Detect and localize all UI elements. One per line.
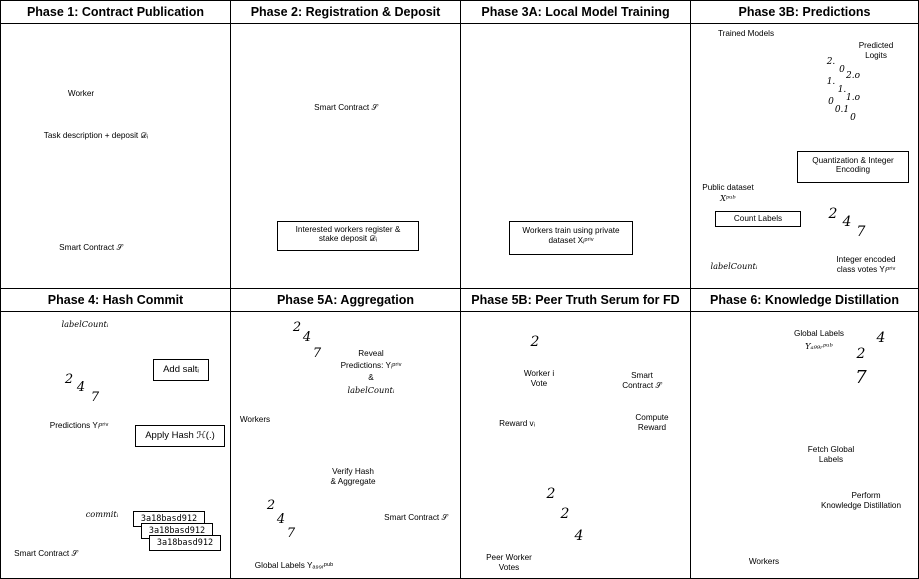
- train-line1: Workers train using private: [522, 226, 620, 235]
- reveal-line2: Predictions: Yᵢᵖʳⁱᵛ: [340, 361, 402, 370]
- peer-line1: Peer Worker: [486, 553, 532, 562]
- register-box: Interested workers register & stake depo…: [277, 221, 419, 251]
- labelcount-label: labelCountᵢ: [61, 319, 109, 329]
- verify-line2: & Aggregate: [330, 477, 376, 486]
- vote-digit: 2: [292, 320, 302, 335]
- vote-digit: 2: [560, 506, 570, 522]
- contract-label: Smart Contract 𝒮: [314, 103, 378, 112]
- vote-digit: 7: [312, 346, 322, 361]
- logit-value: 2.: [826, 57, 836, 67]
- peer-line2: Votes: [498, 563, 520, 572]
- vote-digit: 4: [842, 214, 852, 230]
- commit-label: commitᵢ: [85, 509, 119, 519]
- train-box: Workers train using private dataset Xᵢᵖʳ…: [509, 221, 633, 255]
- contract-line2: Contract 𝒮: [622, 381, 662, 390]
- logit-value: 0: [828, 97, 834, 107]
- worker-label: Worker: [67, 89, 95, 98]
- apply-hash-box: Apply Hash ℋ(.): [135, 425, 225, 447]
- panel-phase2: Phase 2: Registration & Deposit Smart Co…: [230, 0, 461, 289]
- logit-value: 0: [839, 65, 845, 75]
- encoded-label-1: Integer encoded: [836, 255, 896, 264]
- phase3b-title: Phase 3B: Predictions: [691, 1, 918, 24]
- logits-label-1: Predicted: [858, 41, 894, 50]
- panel-phase3a: Phase 3A: Local Model Training Workers t…: [460, 0, 691, 289]
- vote-digit: 7: [855, 367, 867, 388]
- hash-box: 3a18basd912: [149, 535, 221, 551]
- encoded-label-2: class votes Yᵢᵖʳⁱᵛ: [836, 265, 896, 274]
- worker-vote-line2: Vote: [530, 379, 548, 388]
- quant-line1: Quantization & Integer: [812, 156, 894, 165]
- fetch-line2: Labels: [818, 455, 844, 464]
- vote-digit: 2: [266, 498, 276, 513]
- predictions-label: Predictions Yᵢᵖʳⁱᵛ: [49, 421, 109, 430]
- logits-label-2: Logits: [865, 51, 887, 60]
- contract-label: Smart Contract 𝒮: [14, 549, 78, 558]
- vote-digit: 4: [876, 330, 886, 346]
- contract-line1: Smart: [631, 371, 653, 380]
- perform-line1: Perform: [851, 491, 881, 500]
- register-line1: Interested workers register &: [295, 225, 401, 234]
- vote-digit: 2: [64, 372, 74, 387]
- global-labels-line1: Global Labels: [793, 329, 845, 338]
- reward-label: Reward vᵢ: [499, 419, 535, 428]
- compute-line2: Reward: [637, 423, 667, 432]
- logit-value: 0: [850, 113, 856, 123]
- panel-phase3b: Phase 3B: Predictions Trained Models Pre…: [690, 0, 919, 289]
- worker-vote-line1: Worker i: [523, 369, 555, 378]
- quantization-box: Quantization & Integer Encoding: [797, 151, 909, 183]
- vote-digit: 4: [302, 330, 312, 345]
- logit-value: 1.: [826, 77, 836, 87]
- vote-digit: 7: [856, 224, 866, 240]
- phase4-title: Phase 4: Hash Commit: [1, 289, 230, 312]
- vote-digit: 4: [574, 528, 584, 544]
- panel-phase1: Phase 1: Contract Publication Worker Tas…: [0, 0, 231, 289]
- public-label-1: Public dataset: [702, 183, 754, 192]
- global-labels-label: Global Labels Yₐ₉₉ᵣᵖᵘᵇ: [254, 561, 334, 570]
- reveal-line1: Reveal: [358, 349, 384, 358]
- add-salt-box: Add saltᵢ: [153, 359, 209, 381]
- contract-label: Smart Contract 𝒮: [384, 513, 448, 522]
- contract-label: Smart Contract 𝒮: [59, 243, 123, 252]
- vote-digit: 2: [530, 334, 540, 350]
- vote-digit: 4: [76, 380, 86, 395]
- quant-line2: Encoding: [835, 165, 871, 174]
- phase5b-title: Phase 5B: Peer Truth Serum for FD: [461, 289, 690, 312]
- panel-phase6: Phase 6: Knowledge Distillation Global L…: [690, 288, 919, 579]
- reveal-line4: labelCountᵢ: [347, 385, 395, 395]
- phase6-title: Phase 6: Knowledge Distillation: [691, 289, 918, 312]
- vote-digit: 2: [856, 346, 866, 362]
- panel-phase4: Phase 4: Hash Commit labelCountᵢ 2 4 7 P…: [0, 288, 231, 579]
- phase2-title: Phase 2: Registration & Deposit: [231, 1, 460, 24]
- perform-line2: Knowledge Distillation: [820, 501, 902, 510]
- logit-value: 0.1: [834, 105, 850, 115]
- phase5a-title: Phase 5A: Aggregation: [231, 289, 460, 312]
- vote-digit: 7: [90, 390, 100, 405]
- vote-digit: 4: [276, 512, 286, 527]
- panel-phase5a: Phase 5A: Aggregation Workers 2 4 7 Reve…: [230, 288, 461, 579]
- vote-digit: 2: [546, 486, 556, 502]
- public-label-2: Xᵖᵘᵇ: [720, 193, 736, 203]
- workers-label: Workers: [748, 557, 780, 566]
- workers-label: Workers: [239, 415, 271, 424]
- vote-digit: 2: [828, 206, 838, 222]
- logit-value: 2.o: [845, 71, 860, 81]
- reveal-line3: &: [368, 373, 374, 382]
- phase1-title: Phase 1: Contract Publication: [1, 1, 230, 24]
- panel-phase5b: Phase 5B: Peer Truth Serum for FD 2 Work…: [460, 288, 691, 579]
- global-labels-line2: Yₐ₉₉ᵣᵖᵘᵇ: [805, 341, 833, 351]
- count-labels-box: Count Labels: [715, 211, 801, 227]
- fetch-line1: Fetch Global: [807, 445, 855, 454]
- logit-value: 1.: [837, 85, 847, 95]
- verify-line1: Verify Hash: [332, 467, 374, 476]
- vote-digit: 7: [286, 526, 296, 541]
- train-line2: dataset Xᵢᵖʳⁱᵛ: [548, 236, 594, 245]
- register-line2: stake deposit 𝒟ᵢ: [318, 234, 378, 243]
- logit-value: 1.o: [845, 93, 860, 103]
- compute-line1: Compute: [635, 413, 669, 422]
- labelcount-label: labelCountᵢ: [710, 261, 758, 271]
- phase3a-title: Phase 3A: Local Model Training: [461, 1, 690, 24]
- trained-label: Trained Models: [717, 29, 775, 38]
- task-label: Task description + deposit 𝒟ᵢ: [43, 131, 149, 140]
